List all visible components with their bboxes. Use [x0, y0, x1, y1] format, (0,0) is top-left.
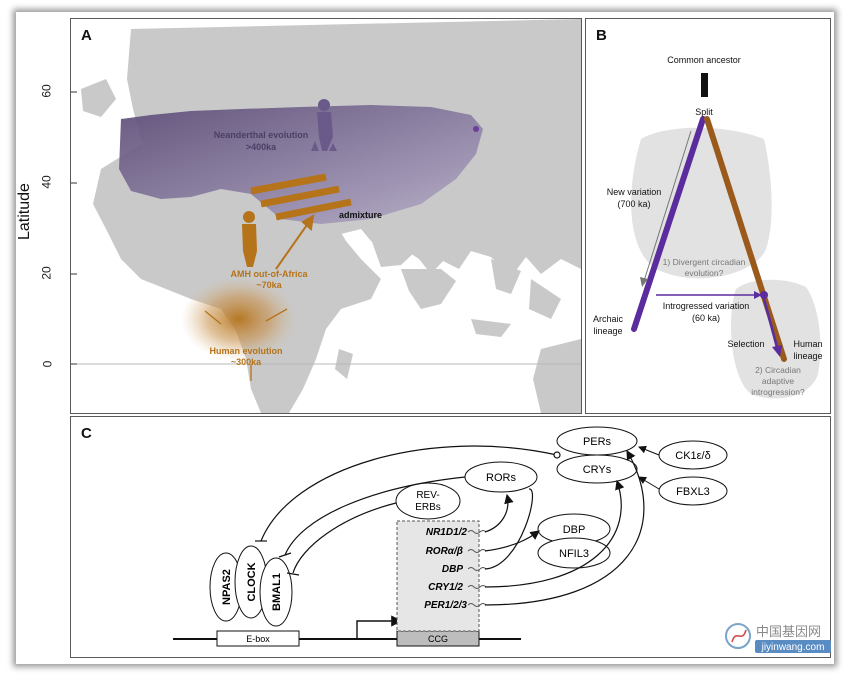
range-dot	[473, 126, 479, 132]
ck1-label: CK1ε/δ	[675, 450, 710, 462]
reverbs-node	[395, 482, 461, 520]
crys-label: CRYs	[583, 464, 612, 476]
adaptive-label-2: adaptive	[762, 376, 794, 386]
y-tick-20: 20	[39, 266, 54, 280]
map-svg: Neanderthal evolution >400ka admixture A…	[71, 19, 581, 413]
y-tick-60: 60	[39, 84, 54, 98]
new-variation-arrowhead	[640, 277, 648, 287]
human-evolution-label: Human evolution	[209, 346, 282, 356]
y-axis-title: Latitude	[16, 183, 33, 240]
ebox-label: E-box	[246, 634, 270, 644]
archaic-lineage-line	[631, 116, 706, 332]
gene-ror: RORα/β	[426, 546, 463, 557]
divergent-label-1: 1) Divergent circadian	[663, 257, 746, 267]
selection-label: Selection	[727, 339, 764, 349]
selection-arrow	[762, 298, 780, 352]
split-label: Split	[695, 107, 713, 117]
dbp-label: DBP	[563, 524, 586, 536]
y-axis-ticks	[71, 91, 77, 365]
bmal1-label: BMAL1	[271, 573, 283, 611]
rors-label: RORs	[486, 472, 516, 484]
neanderthal-label: Neanderthal evolution	[214, 130, 309, 140]
panel-label-b: B	[596, 27, 607, 44]
new-variation-arrow	[643, 130, 692, 282]
ancestor-label: Common ancestor	[667, 55, 741, 65]
watermark-cn: 中国基因网	[756, 624, 821, 639]
introgression-dot	[760, 291, 768, 299]
new-variation-age: (700 ka)	[617, 199, 650, 209]
panel-label-c: C	[81, 425, 92, 442]
archaic-label-1: Archaic	[593, 314, 624, 324]
fbxl3-arrow	[638, 476, 660, 490]
admixture-label: admixture	[339, 210, 382, 220]
divergent-label-2: evolution?	[685, 268, 724, 278]
y-tick-0: 0	[40, 360, 55, 368]
gene-box	[396, 520, 480, 632]
human-lineage-label-1: Human	[793, 339, 822, 349]
human-origin-glow	[181, 277, 297, 361]
reverbs-label-2: ERBs	[415, 502, 441, 513]
regulatory-arcs	[255, 445, 645, 606]
introgressed-age: (60 ka)	[692, 313, 720, 323]
neanderthal-figure-icon	[311, 99, 337, 151]
ancestor-bar	[701, 73, 708, 97]
admixture-stripes	[250, 173, 352, 221]
clock-label: CLOCK	[246, 562, 258, 601]
pers-label: PERs	[583, 436, 612, 448]
new-variation-label: New variation	[607, 187, 662, 197]
glow-arrows	[204, 308, 288, 381]
tree-svg: Common ancestor Split New variation (700…	[593, 55, 823, 399]
adaptive-label-3: introgression?	[751, 387, 805, 397]
panel-a-map: Neanderthal evolution >400ka admixture A…	[70, 18, 582, 414]
introgression-arrowhead	[754, 291, 762, 299]
human-lineage-line	[704, 116, 787, 362]
panel-label-a: A	[81, 27, 92, 44]
ccg-label: CCG	[428, 634, 448, 644]
transcription-start-arrow	[356, 615, 403, 639]
nfil3-label: NFIL3	[559, 548, 589, 560]
adaptive-label-1: 2) Circadian	[755, 365, 801, 375]
divergence-shade	[631, 127, 772, 279]
amh-age: ~70ka	[256, 280, 282, 290]
human-evolution-age: ~300ka	[231, 357, 262, 367]
neanderthal-age: >400ka	[246, 142, 277, 152]
introgressed-label: Introgressed variation	[663, 301, 750, 311]
fbxl3-label: FBXL3	[676, 486, 710, 498]
selection-arrowhead	[772, 345, 782, 357]
fbxl3-node	[658, 476, 728, 506]
crys-node	[556, 454, 638, 484]
gene-nr1d: NR1D1/2	[426, 527, 468, 538]
npas2-label: NPAS2	[221, 569, 233, 605]
gene-cry: CRY1/2	[428, 582, 463, 593]
gene-dbp: DBP	[442, 564, 463, 575]
reverbs-label-1: REV-	[416, 490, 439, 501]
archaic-label-2: lineage	[593, 326, 622, 336]
mrna-squiggles	[467, 530, 487, 607]
human-lineage-label-2: lineage	[793, 351, 822, 361]
amh-label: AMH out-of-Africa	[231, 269, 309, 279]
migration-arrow	[275, 214, 315, 270]
ck1-arrow	[638, 445, 660, 456]
watermark: 中国基因网 jiyinwang.com	[722, 620, 834, 661]
panel-c-pathway: E-box CCG NR1D1/2 RORα/β DBP CRY1/2 PER1…	[70, 416, 831, 658]
watermark-url: jiyinwang.com	[761, 642, 825, 653]
pathway-svg: E-box CCG NR1D1/2 RORα/β DBP CRY1/2 PER1…	[173, 426, 728, 647]
amh-figure-icon	[242, 211, 257, 267]
y-tick-40: 40	[39, 175, 54, 189]
ebox-box	[216, 630, 300, 647]
panel-b-tree: Common ancestor Split New variation (700…	[585, 18, 831, 414]
neanderthal-range	[119, 105, 483, 224]
watermark-svg: 中国基因网 jiyinwang.com	[725, 623, 831, 653]
bmal1-node	[259, 557, 293, 627]
gene-per: PER1/2/3	[424, 600, 467, 611]
